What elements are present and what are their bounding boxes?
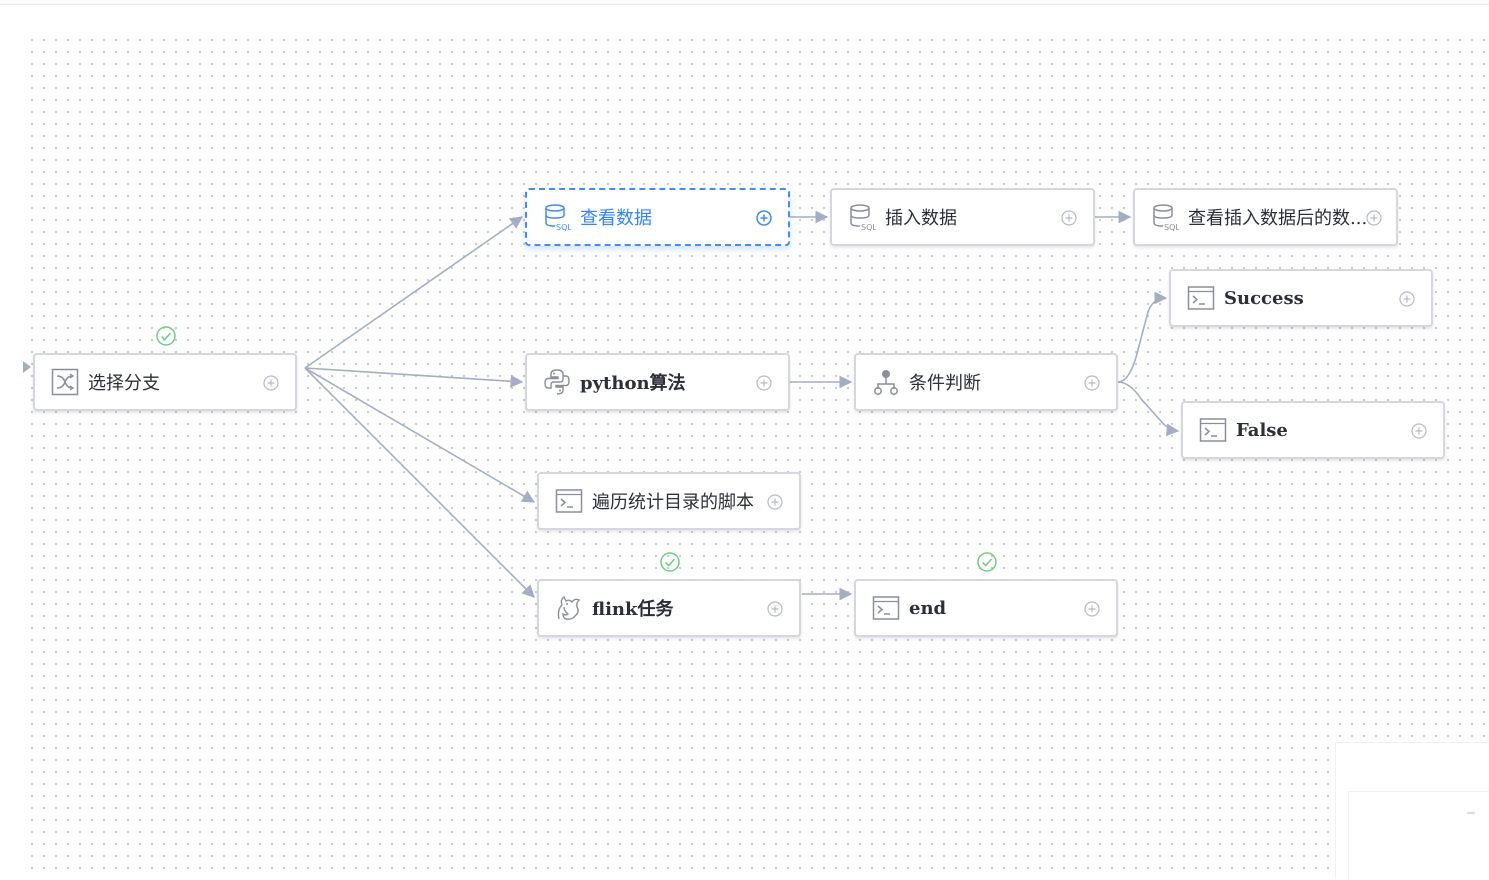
node-flink-task[interactable]: flink任务 [537, 579, 801, 637]
add-circle-icon[interactable] [1399, 291, 1415, 307]
edge-select-to-flink[interactable] [304, 367, 535, 598]
add-circle-icon[interactable] [767, 601, 783, 617]
add-circle-icon[interactable] [756, 210, 772, 226]
edge-select-to-view[interactable] [304, 216, 524, 369]
add-circle-icon[interactable] [1084, 375, 1100, 391]
success-check-icon [977, 552, 997, 572]
node-label: 插入数据 [885, 208, 957, 229]
add-circle-icon[interactable] [1411, 423, 1427, 439]
squirrel-icon [557, 595, 581, 620]
node-label: Success [1224, 287, 1304, 309]
minimap-marker [1467, 812, 1475, 814]
node-select-branch[interactable]: 选择分支 [33, 353, 297, 411]
node-label: 遍历统计目录的脚本 [592, 492, 754, 513]
python-icon [544, 369, 570, 395]
branch-tree-icon [874, 370, 898, 395]
add-circle-icon[interactable] [1366, 210, 1382, 226]
edge-select-to-traverse[interactable] [304, 367, 536, 503]
node-label: flink任务 [592, 599, 674, 620]
add-circle-icon[interactable] [756, 375, 772, 391]
node-label: python算法 [580, 373, 686, 394]
add-circle-icon[interactable] [1061, 210, 1077, 226]
node-view-data[interactable]: SQL 查看数据 [525, 188, 790, 246]
svg-text:SQL: SQL [556, 223, 571, 231]
node-insert-data[interactable]: SQL 插入数据 [830, 188, 1095, 246]
success-check-icon [660, 552, 680, 572]
top-border [0, 0, 1489, 5]
node-label: 条件判断 [909, 373, 981, 394]
node-end[interactable]: end [854, 579, 1118, 637]
terminal-icon [1187, 286, 1215, 310]
node-label: 选择分支 [88, 373, 160, 394]
node-label: 查看数据 [580, 208, 652, 229]
node-view-after-insert[interactable]: SQL 查看插入数据后的数... [1133, 188, 1398, 246]
minimap-viewport[interactable] [1348, 791, 1489, 880]
add-circle-icon[interactable] [263, 375, 279, 391]
edge-condition-to-false[interactable] [1117, 381, 1180, 437]
minimap[interactable] [1335, 742, 1489, 880]
node-condition[interactable]: 条件判断 [854, 353, 1118, 411]
add-circle-icon[interactable] [1084, 601, 1100, 617]
add-circle-icon[interactable] [767, 494, 783, 510]
terminal-icon [1199, 418, 1227, 442]
database-sql-icon: SQL [1153, 204, 1179, 231]
svg-text:SQL: SQL [1164, 223, 1179, 231]
database-sql-icon: SQL [545, 204, 571, 231]
svg-text:SQL: SQL [861, 223, 876, 231]
terminal-icon [872, 596, 900, 620]
node-label: False [1236, 419, 1288, 441]
start-marker-icon [23, 361, 31, 373]
terminal-icon [555, 489, 583, 513]
node-false[interactable]: False [1181, 401, 1445, 459]
shuffle-icon [51, 368, 79, 396]
node-python-algo[interactable]: python算法 [525, 353, 790, 411]
edge-condition-to-success[interactable] [1117, 291, 1168, 383]
node-traverse-script[interactable]: 遍历统计目录的脚本 [537, 472, 801, 530]
edge-select-to-python[interactable] [304, 367, 524, 388]
node-label: 查看插入数据后的数... [1188, 208, 1366, 229]
node-label: end [909, 597, 947, 619]
success-check-icon [156, 326, 176, 346]
database-sql-icon: SQL [850, 204, 876, 231]
node-success[interactable]: Success [1169, 269, 1433, 327]
